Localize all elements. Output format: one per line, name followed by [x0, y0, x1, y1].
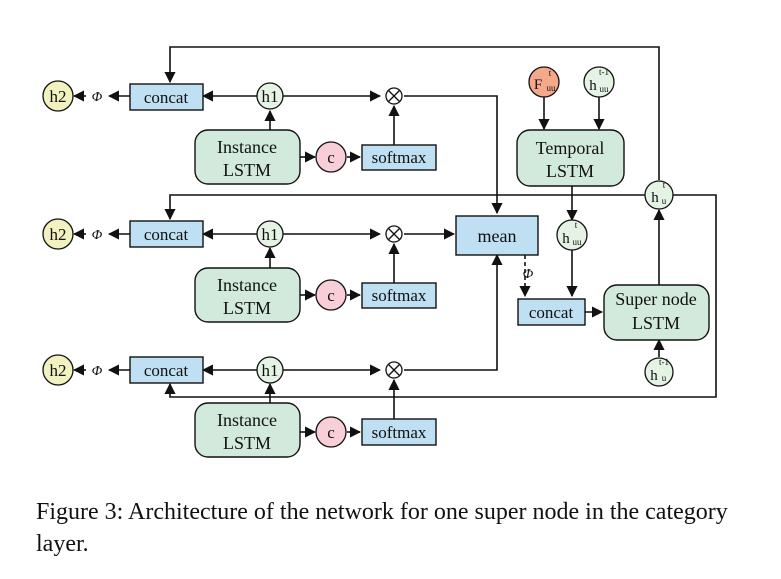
svg-text:LSTM: LSTM [223, 160, 271, 180]
concat-box-row3: concat [129, 356, 204, 384]
svg-text:c: c [327, 148, 335, 167]
instance-lstm-box-row1: Instance LSTM [194, 129, 301, 185]
super-node-lstm-box: Super node LSTM [603, 284, 710, 341]
svg-text:Temporal: Temporal [536, 138, 605, 158]
svg-text:h: h [589, 78, 597, 94]
svg-text:h1: h1 [262, 361, 279, 380]
h-u-t-minus-1-node: h t-1 u [644, 357, 674, 387]
concat-box-right: concat [517, 298, 586, 326]
multiply-node-row1 [385, 87, 403, 105]
svg-text:concat: concat [144, 361, 189, 380]
svg-text:h: h [650, 368, 658, 384]
svg-text:t-1: t-1 [659, 357, 669, 367]
phi-label-row3: Φ [92, 364, 103, 379]
c-node-row3: c [315, 416, 347, 448]
concat-box-row1: concat [129, 83, 204, 111]
svg-text:concat: concat [144, 88, 189, 107]
svg-text:uu: uu [573, 237, 583, 247]
svg-text:h: h [651, 190, 659, 206]
phi-label-row2: Φ [92, 228, 103, 243]
svg-text:LSTM: LSTM [223, 298, 271, 318]
softmax-box-row2: softmax [361, 282, 437, 309]
svg-text:uu: uu [600, 84, 610, 94]
svg-text:Instance: Instance [217, 275, 277, 295]
svg-text:h: h [562, 231, 570, 247]
h-u-t-node: h t u [644, 180, 674, 210]
c-node-row2: c [315, 279, 347, 311]
temporal-lstm-box: Temporal LSTM [516, 129, 625, 187]
instance-lstm-box-row2: Instance LSTM [194, 267, 301, 323]
svg-text:t: t [549, 68, 552, 78]
svg-text:softmax: softmax [372, 148, 427, 167]
softmax-box-row3: softmax [361, 418, 437, 446]
concat-box-row2: concat [129, 220, 204, 248]
svg-text:u: u [662, 373, 667, 383]
svg-text:uu: uu [547, 83, 557, 93]
svg-text:h2: h2 [50, 87, 67, 106]
svg-text:h2: h2 [50, 361, 67, 380]
svg-text:u: u [662, 196, 667, 206]
softmax-box-row1: softmax [361, 144, 437, 171]
svg-text:concat: concat [529, 303, 574, 322]
h1-node-row3: h1 [256, 356, 284, 384]
instance-lstm-box-row3: Instance LSTM [194, 402, 301, 458]
svg-text:Super node: Super node [615, 289, 696, 309]
svg-text:h1: h1 [262, 87, 279, 106]
svg-text:h1: h1 [262, 225, 279, 244]
svg-text:h2: h2 [50, 225, 67, 244]
h2-output-node-row2: h2 [42, 218, 74, 250]
figure-caption: Figure 3: Architecture of the network fo… [36, 499, 728, 557]
svg-text:softmax: softmax [372, 286, 427, 305]
svg-text:LSTM: LSTM [223, 433, 271, 453]
svg-text:LSTM: LSTM [546, 161, 594, 181]
network-architecture-diagram: h2 Φ concat h1 Instance LSTM c softmax [42, 46, 717, 458]
h-uu-t-node: h t uu [556, 219, 588, 251]
h2-output-node-row1: h2 [42, 80, 74, 112]
svg-text:Instance: Instance [217, 137, 277, 157]
svg-text:Instance: Instance [217, 410, 277, 430]
multiply-node-row3 [385, 361, 403, 379]
svg-text:t: t [575, 220, 578, 230]
h1-node-row1: h1 [256, 82, 284, 110]
c-node-row1: c [315, 141, 347, 173]
svg-text:softmax: softmax [372, 423, 427, 442]
multiply-node-row2 [385, 225, 403, 243]
svg-text:c: c [327, 423, 335, 442]
phi-label-mean: Φ [523, 267, 534, 282]
svg-text:t: t [663, 180, 666, 190]
h-uu-t-minus-1-input-node: h t-1 uu [583, 66, 615, 98]
svg-text:concat: concat [144, 225, 189, 244]
phi-label-row1: Φ [92, 90, 103, 105]
svg-text:mean: mean [478, 226, 517, 246]
svg-text:F: F [534, 77, 542, 93]
svg-text:c: c [327, 286, 335, 305]
f-uu-t-input-node: F t uu [528, 66, 560, 98]
h2-output-node-row3: h2 [42, 354, 74, 386]
svg-text:LSTM: LSTM [632, 313, 680, 333]
h1-node-row2: h1 [256, 220, 284, 248]
svg-text:t-1: t-1 [599, 67, 609, 77]
mean-box: mean [455, 215, 539, 256]
